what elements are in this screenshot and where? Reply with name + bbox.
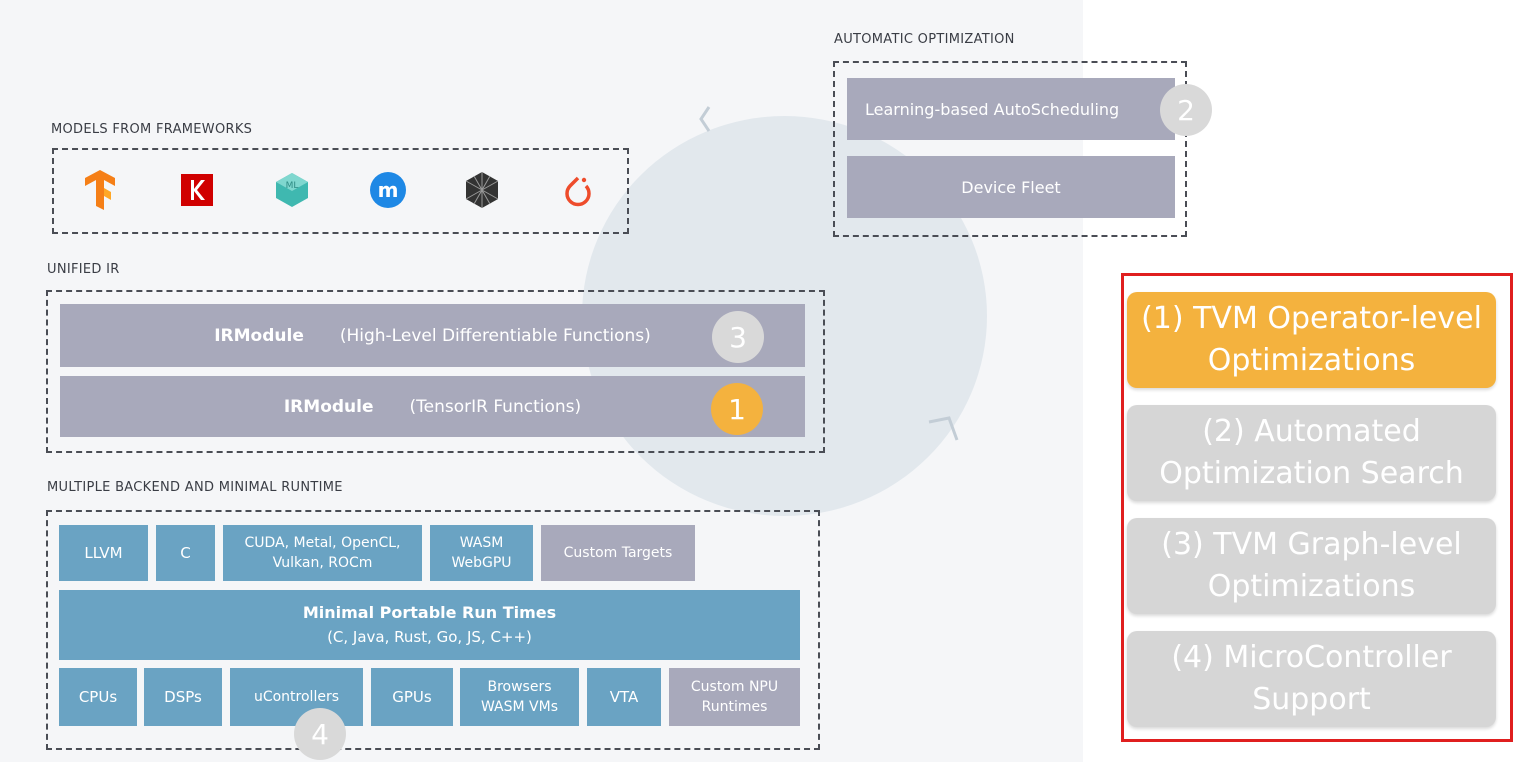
- mxnet-icon: ML: [272, 170, 312, 210]
- backend-box: [46, 510, 820, 750]
- target-custom: Custom Targets: [541, 525, 695, 581]
- mxnet-m-icon: m: [368, 170, 408, 210]
- darknet-icon: [462, 170, 502, 210]
- irmodule-tensorir-bar: IRModule (TensorIR Functions): [60, 376, 805, 437]
- unified-ir-heading: UNIFIED IR: [47, 262, 120, 277]
- badge-2: 2: [1160, 84, 1212, 136]
- target-llvm: LLVM: [59, 525, 148, 581]
- device-vta: VTA: [587, 668, 661, 726]
- runtime-bar: Minimal Portable Run Times (C, Java, Rus…: [59, 590, 800, 660]
- models-box: [52, 148, 629, 234]
- badge-3: 3: [712, 311, 764, 363]
- svg-text:m: m: [378, 178, 399, 202]
- irmodule-label: IRModule: [214, 325, 304, 346]
- device-browsers: Browsers WASM VMs: [460, 668, 579, 726]
- device-ucontrollers: uControllers: [230, 668, 363, 726]
- runtime-languages: (C, Java, Rust, Go, JS, C++): [327, 628, 532, 646]
- keras-icon: [177, 170, 217, 210]
- irmodule-label: IRModule: [283, 396, 374, 417]
- pytorch-icon: [558, 170, 598, 210]
- target-c: C: [156, 525, 215, 581]
- auto-opt-box: [833, 61, 1187, 237]
- badge-4: 4: [294, 708, 346, 760]
- runtime-title: Minimal Portable Run Times: [302, 603, 557, 622]
- device-gpus: GPUs: [371, 668, 453, 726]
- topic-operator-level[interactable]: (1) TVM Operator-level Optimizations: [1127, 292, 1496, 388]
- models-heading: MODELS FROM FRAMEWORKS: [51, 122, 253, 137]
- learning-autoscheduling-bar: Learning-based AutoScheduling: [847, 78, 1175, 140]
- device-custom-npu: Custom NPU Runtimes: [669, 668, 800, 726]
- cycle-arrow-icon: [699, 106, 711, 132]
- auto-opt-heading: AUTOMATIC OPTIMIZATION: [834, 32, 1015, 47]
- topic-microcontroller[interactable]: (4) MicroController Support: [1127, 631, 1496, 727]
- device-dsps: DSPs: [144, 668, 222, 726]
- topic-graph-level[interactable]: (3) TVM Graph-level Optimizations: [1127, 518, 1496, 614]
- backend-heading: MULTIPLE BACKEND AND MINIMAL RUNTIME: [47, 480, 343, 495]
- cycle-arrow-icon: [928, 416, 959, 441]
- slide-canvas: MODELS FROM FRAMEWORKS ML m UNIFIED IR I…: [46, 32, 1212, 760]
- irmodule-description: (TensorIR Functions): [409, 396, 582, 417]
- unified-ir-box: [46, 290, 825, 453]
- target-gpu-apis: CUDA, Metal, OpenCL, Vulkan, ROCm: [223, 525, 422, 581]
- tensorflow-icon: [80, 170, 120, 210]
- irmodule-description: (High-Level Differentiable Functions): [339, 325, 651, 346]
- device-cpus: CPUs: [59, 668, 137, 726]
- svg-text:ML: ML: [286, 181, 299, 191]
- device-fleet-bar: Device Fleet: [847, 156, 1175, 218]
- badge-1: 1: [711, 383, 763, 435]
- irmodule-high-level-bar: IRModule (High-Level Differentiable Func…: [60, 304, 805, 367]
- topic-automated-search[interactable]: (2) Automated Optimization Search: [1127, 405, 1496, 501]
- target-wasm: WASM WebGPU: [430, 525, 533, 581]
